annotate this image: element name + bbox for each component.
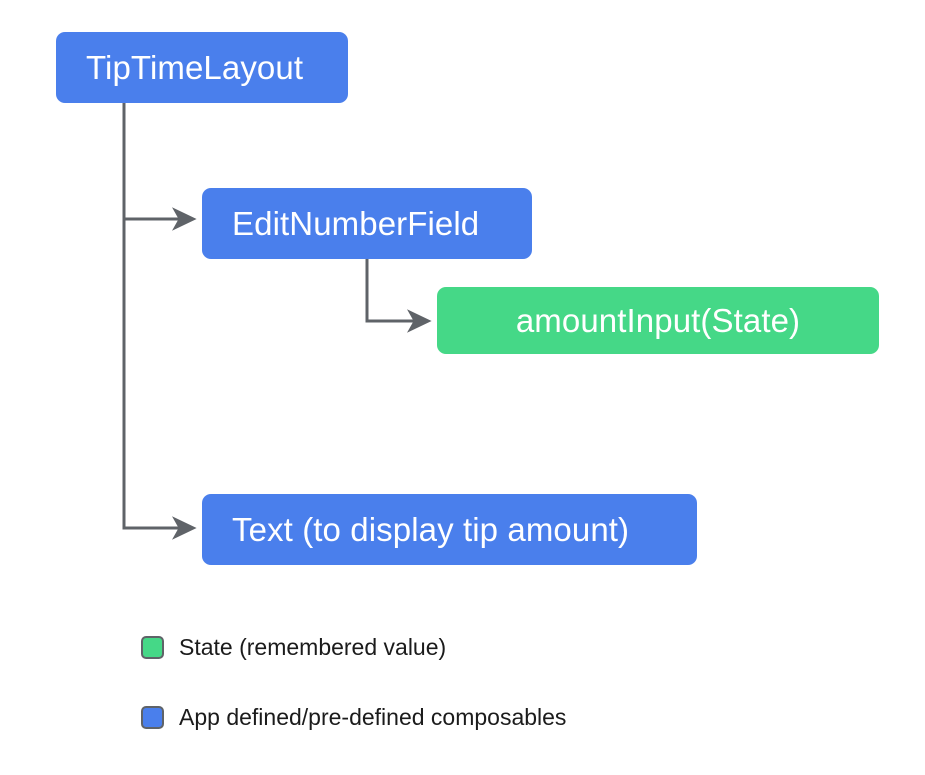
node-editnumberfield[interactable]: EditNumberField (202, 188, 532, 259)
edge-tiptimelayout-to-editnumberfield (122, 103, 197, 231)
node-tiptimelayout-label: TipTimeLayout (86, 48, 304, 86)
edge-tiptimelayout-to-text (122, 103, 197, 540)
node-text-tip-amount-label: Text (to display tip amount) (232, 510, 630, 548)
legend-swatch-composables-icon (141, 705, 164, 729)
legend-label-state: State (remembered value) (179, 633, 447, 660)
node-amountinput-state-label: amountInput(State) (515, 301, 801, 339)
legend-item-composables: App defined/pre-defined composables (141, 700, 761, 734)
node-amountinput-state[interactable]: amountInput(State) (437, 287, 879, 354)
legend-item-state: State (remembered value) (141, 630, 761, 664)
legend-swatch-state-icon (141, 635, 164, 659)
node-tiptimelayout[interactable]: TipTimeLayout (56, 32, 348, 103)
legend: State (remembered value) App defined/pre… (141, 630, 761, 770)
legend-label-composables: App defined/pre-defined composables (179, 703, 567, 730)
node-text-tip-amount[interactable]: Text (to display tip amount) (202, 494, 697, 565)
edge-editnumberfield-to-amountinput (365, 259, 432, 333)
node-editnumberfield-label: EditNumberField (232, 204, 480, 242)
